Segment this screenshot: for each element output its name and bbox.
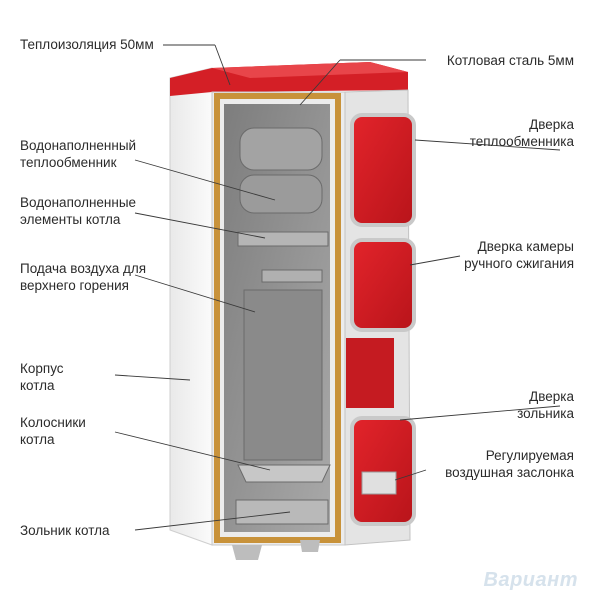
label-steel: Котловая сталь 5мм [446, 53, 574, 68]
watermark: Вариант [483, 569, 578, 591]
label-insulation: Теплоизоляция 50мм [20, 37, 154, 52]
label-ash-pan: Зольник котла [20, 523, 110, 538]
callout-lines [114, 44, 561, 531]
boiler-front [344, 89, 416, 546]
boiler-body [169, 62, 408, 560]
